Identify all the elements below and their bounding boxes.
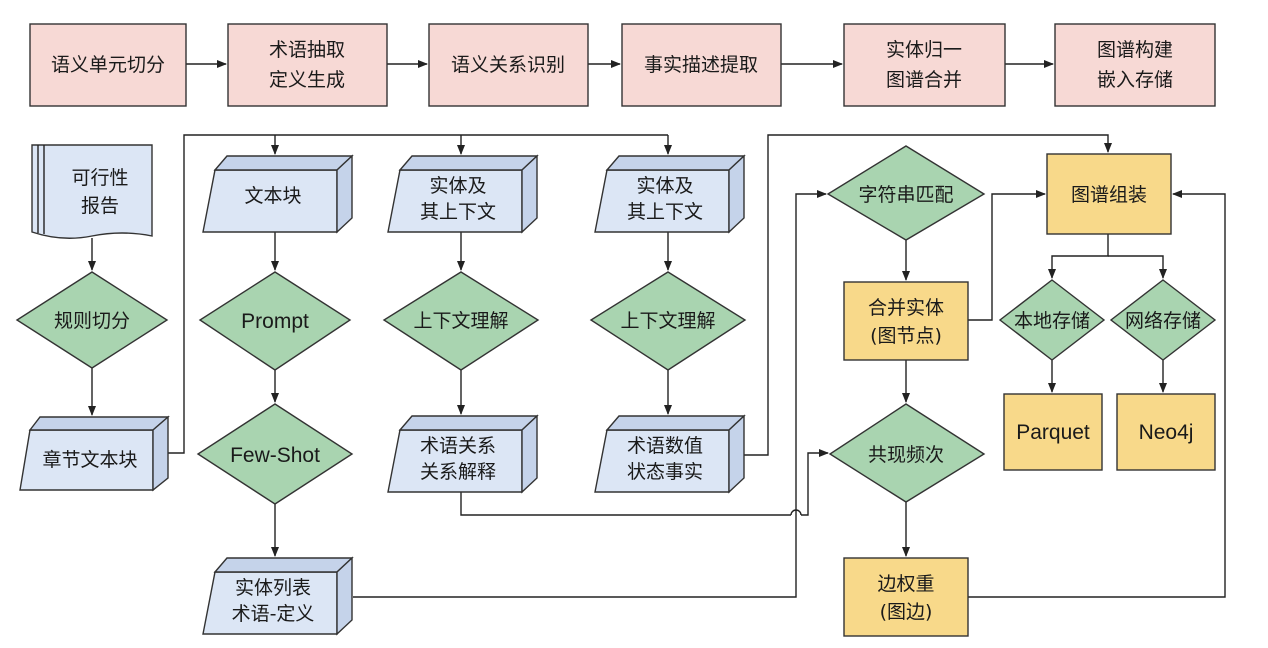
term-relations-label-line1: 术语关系 — [420, 435, 496, 457]
arrow-assembly-to-local — [1048, 234, 1109, 279]
fewshot-label: Few-Shot — [230, 444, 320, 467]
context-understanding-1-label: 上下文理解 — [413, 310, 508, 332]
connectors — [88, 60, 1226, 598]
bus-chunks-to-extractors — [168, 134, 668, 454]
term-value-facts-label-line1: 术语数值 — [627, 435, 703, 457]
chapter-chunks-label: 章节文本块 — [42, 449, 137, 471]
string-match-label: 字符串匹配 — [858, 184, 953, 206]
edge-weight-label-line2: (图边) — [880, 601, 933, 623]
step6-label-line1: 图谱构建 — [1097, 39, 1173, 61]
term-value-facts-label-line2: 状态事实 — [627, 461, 703, 483]
cooccurrence-decision: 共现频次 — [828, 403, 986, 503]
parquet-label: Parquet — [1016, 421, 1090, 444]
merge-entities-node: 合并实体 (图节点) — [843, 281, 969, 361]
entity-context-2-line2: 其上下文 — [627, 201, 703, 223]
step2-label-line2: 定义生成 — [269, 69, 345, 91]
pipeline-step-relation-recognition: 语义关系识别 — [428, 23, 589, 107]
pipeline-step-term-extraction: 术语抽取 定义生成 — [227, 23, 388, 107]
parquet-node: Parquet — [1003, 393, 1103, 471]
arrow-assembly-to-network — [1108, 255, 1167, 279]
step5-label-line2: 图谱合并 — [886, 69, 962, 91]
step6-label-line2: 嵌入存储 — [1097, 69, 1173, 91]
entity-context-1-line1: 实体及 — [429, 175, 486, 197]
arrow-edge-weight-to-assembly — [968, 190, 1226, 598]
chapter-text-chunks: 章节文本块 — [19, 415, 170, 492]
context-understanding-2-label: 上下文理解 — [620, 310, 715, 332]
string-match-decision: 字符串匹配 — [826, 145, 986, 241]
edge-weight-label-line1: 边权重 — [877, 573, 934, 595]
arrow-facts-to-assembly — [742, 134, 1112, 456]
entity-context-input-1: 实体及 其上下文 — [387, 154, 539, 234]
merge-entities-label-line2: (图节点) — [870, 325, 942, 347]
neo4j-label: Neo4j — [1139, 421, 1194, 444]
doc-label-line1: 可行性 — [71, 167, 128, 189]
context-understanding-decision-2: 上下文理解 — [589, 271, 747, 371]
graph-assembly-node: 图谱组装 — [1046, 153, 1172, 235]
local-storage-decision: 本地存储 — [998, 279, 1106, 361]
fewshot-decision: Few-Shot — [196, 403, 354, 505]
entity-list-output: 实体列表 术语-定义 — [202, 556, 354, 636]
text-chunk-label: 文本块 — [244, 185, 301, 207]
entity-list-label-line2: 术语-定义 — [232, 603, 315, 625]
arrow-relations-to-cooccurrence — [801, 449, 829, 516]
rule-split-decision: 规则切分 — [15, 271, 169, 369]
wire-hop — [790, 509, 802, 516]
arrow-entity-list-to-string-match — [353, 190, 827, 598]
step2-label-line1: 术语抽取 — [269, 39, 345, 61]
entity-list-label-line1: 实体列表 — [235, 577, 311, 599]
pipeline-step-semantic-split: 语义单元切分 — [29, 23, 187, 107]
prompt-label: Prompt — [241, 310, 309, 333]
neo4j-node: Neo4j — [1116, 393, 1216, 471]
term-relations-label-line2: 关系解释 — [420, 461, 496, 483]
step5-label-line1: 实体归一 — [886, 39, 962, 61]
pipeline-step-entity-normalization: 实体归一 图谱合并 — [843, 23, 1006, 107]
context-understanding-decision-1: 上下文理解 — [382, 271, 540, 371]
step1-label: 语义单元切分 — [51, 54, 165, 76]
entity-context-input-2: 实体及 其上下文 — [594, 154, 746, 234]
step3-label: 语义关系识别 — [451, 54, 565, 76]
merge-entities-label-line1: 合并实体 — [868, 297, 944, 319]
rule-split-label: 规则切分 — [54, 310, 130, 332]
arrow-merge-to-assembly — [968, 190, 1046, 321]
network-storage-label: 网络存储 — [1125, 310, 1201, 332]
entity-context-1-line2: 其上下文 — [420, 201, 496, 223]
term-relations-output: 术语关系 关系解释 — [387, 414, 539, 494]
pipeline-row: 语义单元切分 术语抽取 定义生成 语义关系识别 事实描述提取 实体归一 图谱合并… — [29, 23, 1216, 107]
local-storage-label: 本地存储 — [1014, 310, 1090, 332]
cooccurrence-label: 共现频次 — [868, 444, 944, 466]
graph-assembly-label: 图谱组装 — [1071, 184, 1147, 206]
entity-context-2-line1: 实体及 — [636, 175, 693, 197]
step4-label: 事实描述提取 — [644, 54, 758, 76]
prompt-decision: Prompt — [198, 271, 352, 371]
doc-label-line2: 报告 — [81, 195, 119, 217]
feasibility-report-document: 可行性 报告 — [31, 144, 153, 239]
pipeline-step-graph-construction: 图谱构建 嵌入存储 — [1054, 23, 1216, 107]
wire-relations-to-cooccurrence-a — [460, 492, 791, 516]
term-value-facts-output: 术语数值 状态事实 — [594, 414, 746, 494]
network-storage-decision: 网络存储 — [1109, 279, 1217, 361]
pipeline-step-fact-extraction: 事实描述提取 — [621, 23, 782, 107]
edge-weight-node: 边权重 (图边) — [843, 557, 969, 637]
text-chunk-input: 文本块 — [202, 154, 354, 234]
